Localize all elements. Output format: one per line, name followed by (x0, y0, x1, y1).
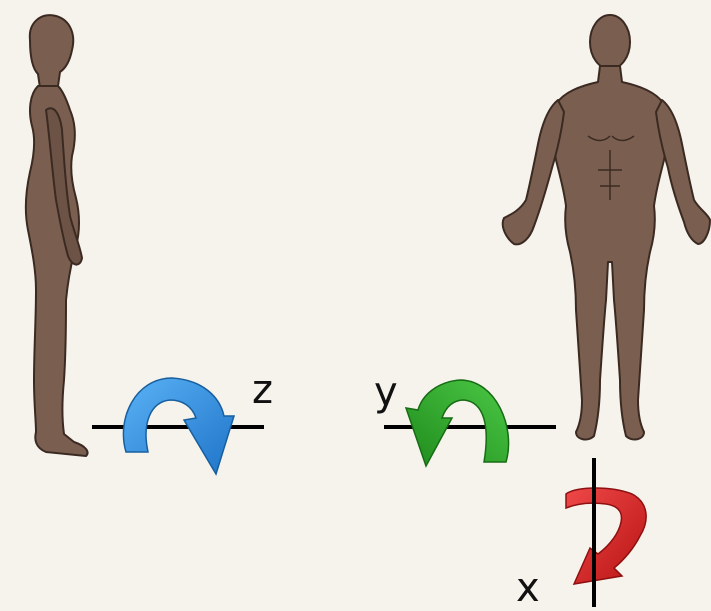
front-head (590, 15, 630, 69)
front-left-arm (503, 100, 564, 244)
y-axis-group (384, 380, 556, 466)
z-axis-label: z (252, 370, 273, 410)
front-right-arm (656, 100, 710, 244)
front-torso-legs (553, 66, 667, 439)
front-view-figure (503, 15, 710, 439)
side-head (30, 15, 73, 88)
x-axis-group (566, 458, 646, 607)
y-rotation-arrow-icon (406, 380, 509, 466)
side-view-figure (26, 15, 88, 456)
z-axis-group (92, 378, 264, 474)
x-axis-label: x (516, 568, 540, 608)
y-axis-label: y (374, 372, 398, 412)
x-rotation-arrow-icon (566, 488, 646, 584)
